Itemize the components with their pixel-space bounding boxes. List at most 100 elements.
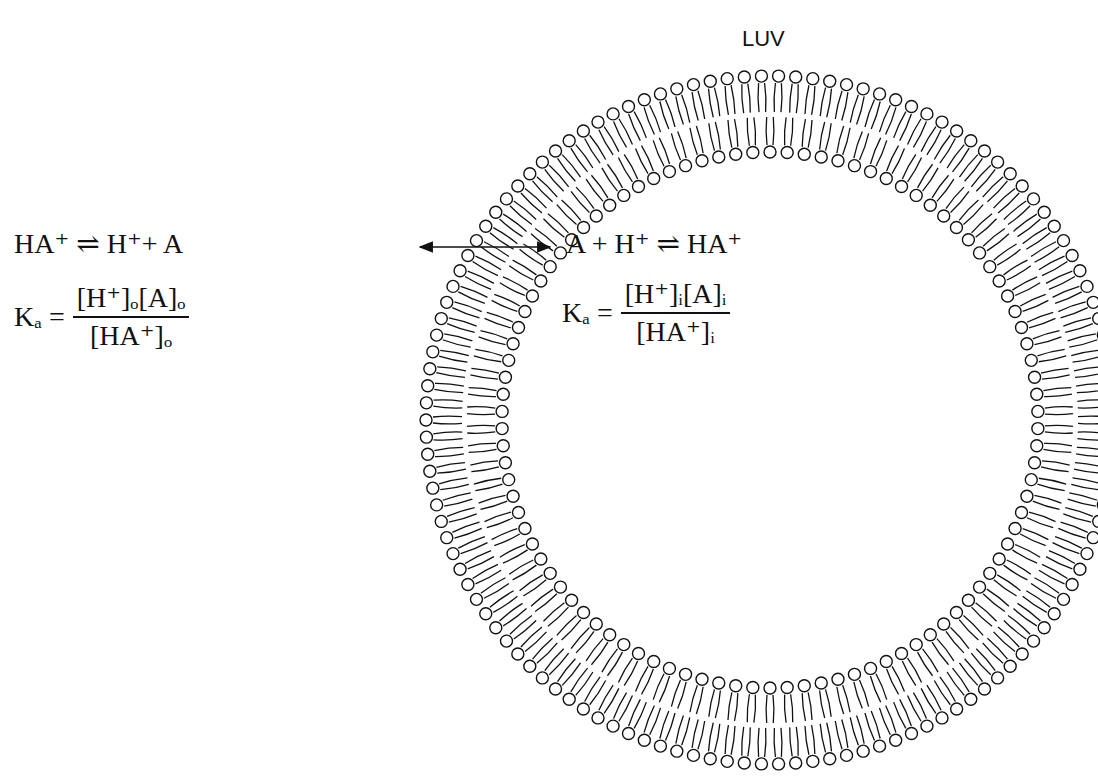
lipid-tail	[994, 580, 1017, 596]
lipid-tail	[439, 478, 467, 484]
lipid-tail	[854, 131, 863, 158]
lipid-head	[905, 728, 917, 740]
lipid-tail	[696, 687, 703, 714]
lipid-head	[470, 593, 482, 605]
lipid-head	[618, 189, 630, 201]
lipid-head	[848, 160, 860, 172]
lipid-head	[924, 629, 936, 641]
lipid-tail	[1055, 292, 1082, 304]
lipid-head	[1066, 249, 1078, 261]
lipid-head	[1031, 388, 1043, 400]
lipid-tail	[439, 356, 467, 362]
lipid-head	[490, 622, 502, 634]
lipid-tail	[1023, 300, 1049, 311]
lipid-tail	[1008, 615, 1030, 634]
lipid-tail	[1039, 478, 1066, 484]
lipid-tail	[842, 720, 848, 748]
lipid-tail	[618, 658, 632, 682]
lipid-tail	[709, 723, 714, 752]
lipid-head	[503, 474, 515, 486]
lipid-head	[951, 703, 963, 715]
lipid-head	[431, 329, 443, 341]
lipid-tail	[509, 266, 533, 280]
lipid-tail	[475, 484, 502, 491]
lipid-tail	[591, 175, 608, 198]
lipid-head	[632, 648, 644, 660]
lipid-head	[648, 655, 660, 667]
lipid-tail	[437, 469, 466, 473]
lipid-tail	[1039, 356, 1066, 362]
lipid-tail	[1007, 266, 1031, 280]
vesicle-label: LUV	[742, 26, 785, 51]
lipid-tail	[805, 85, 809, 114]
lipid-tail	[642, 146, 654, 171]
equation-text: Kₐ =	[14, 301, 65, 333]
lipid-tail	[1046, 271, 1072, 283]
lipid-tail	[1004, 260, 1028, 275]
lipid-head	[607, 108, 619, 120]
lipid-tail	[562, 620, 581, 640]
lipid-tail	[510, 206, 532, 225]
lipid-tail	[784, 117, 786, 145]
lipid-head	[721, 755, 733, 767]
lipid-head	[764, 682, 776, 694]
lipid-tail	[1068, 334, 1096, 341]
lipid-tail	[796, 727, 798, 756]
lipid-tail	[1045, 414, 1073, 415]
lipid-tail	[468, 443, 496, 445]
lipid-head	[503, 354, 515, 366]
lipid-tail	[772, 117, 774, 145]
lipid-tail	[1065, 324, 1093, 333]
lipid-head	[422, 380, 434, 392]
lipid-tail	[545, 169, 564, 191]
lipid-tail	[1077, 447, 1098, 450]
lipid-tail	[1045, 407, 1073, 408]
lipid-tail	[607, 164, 622, 188]
lipid-head	[910, 639, 922, 651]
lipid-tail	[449, 318, 477, 326]
lipid-tail	[678, 131, 687, 158]
lipid-tail	[1074, 469, 1098, 473]
lipid-tail	[562, 200, 581, 220]
lipid-tail	[548, 214, 569, 233]
lipid-tail	[972, 607, 993, 626]
lipid-tail	[619, 119, 632, 145]
lipid-tail	[835, 721, 842, 749]
lipid-head	[773, 758, 785, 770]
lipid-tail	[531, 234, 553, 251]
lipid-tail	[481, 247, 506, 262]
lipid-head	[950, 221, 962, 233]
lipid-tail	[860, 133, 869, 159]
lipid-tail	[860, 680, 869, 706]
lipid-head	[563, 693, 575, 705]
lipid-head	[431, 499, 443, 511]
lipid-tail	[474, 478, 501, 484]
lipid-tail	[509, 560, 533, 574]
lipid-tail	[728, 120, 732, 148]
lipid-tail	[619, 696, 632, 722]
lipid-tail	[997, 575, 1020, 591]
lipid-head	[781, 681, 793, 693]
lipid-tail	[525, 189, 546, 209]
lipid-tail	[900, 114, 912, 141]
lipid-head	[424, 465, 436, 477]
lipid-head	[435, 515, 447, 527]
lipid-tail	[1078, 432, 1098, 434]
lipid-tail	[709, 689, 715, 716]
lipid-tail	[826, 689, 832, 716]
lipid-tail	[624, 154, 637, 179]
lipid-tail	[535, 594, 557, 612]
lipid-head	[524, 168, 536, 180]
lipid-tail	[983, 229, 1005, 247]
lipid-tail	[987, 181, 1007, 202]
equilibrium-outside: HA⁺ ⇌ H⁺+ A	[14, 228, 183, 260]
lipid-head	[1016, 507, 1028, 519]
lipid-head	[938, 210, 950, 222]
lipid-tail	[447, 508, 475, 517]
lipid-tail	[521, 627, 542, 647]
lipid-tail	[892, 666, 904, 691]
lipid-head	[1058, 593, 1070, 605]
lipid-tail	[1076, 454, 1098, 457]
lipid-tail	[894, 702, 906, 728]
lipid-tail	[1071, 484, 1098, 489]
